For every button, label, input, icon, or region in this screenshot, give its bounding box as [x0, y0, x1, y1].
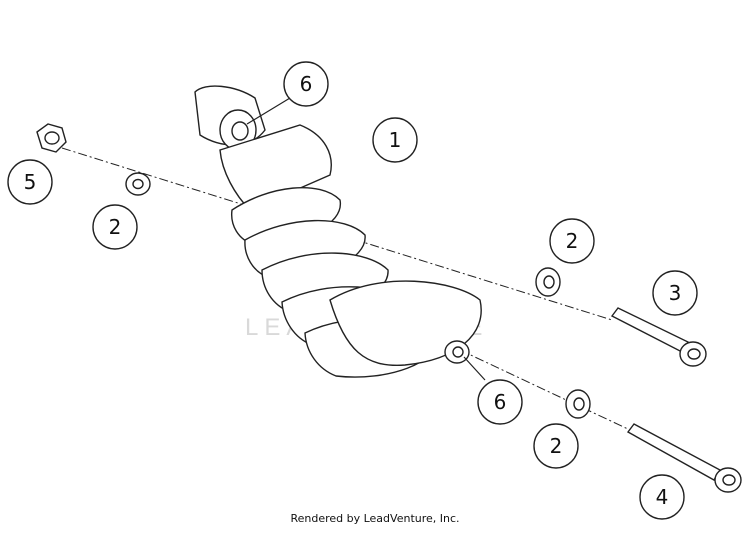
part-5-nut: [36, 123, 67, 153]
top-bushing-inner: [231, 121, 249, 141]
lower-axis-line: [459, 349, 631, 431]
callout-leaders: [246, 97, 486, 381]
callout-2-right-lower: 2: [533, 423, 579, 469]
svg-text:6: 6: [494, 390, 507, 414]
svg-text:1: 1: [389, 128, 402, 152]
svg-text:2: 2: [109, 215, 122, 239]
upper-body: [219, 124, 332, 211]
spring: [231, 186, 482, 378]
svg-text:4: 4: [656, 485, 669, 509]
part-3-bolt: [610, 307, 707, 367]
part-2-washer-right-upper: [535, 267, 561, 297]
svg-text:6: 6: [300, 72, 313, 96]
callout-5: 5: [7, 159, 53, 205]
callout-6-bottom: 6: [477, 379, 523, 425]
svg-text:2: 2: [566, 229, 579, 253]
svg-text:3: 3: [669, 281, 682, 305]
bottom-bushing-inner: [452, 346, 464, 358]
callout-6-top: 6: [283, 61, 329, 107]
callout-2-left: 2: [92, 204, 138, 250]
render-credit: Rendered by LeadVenture, Inc.: [290, 512, 460, 525]
callout-2-right-upper: 2: [549, 218, 595, 264]
svg-text:2: 2: [550, 434, 563, 458]
part-4-bolt: [626, 423, 742, 493]
upper-axis-line: [61, 147, 613, 321]
callout-3: 3: [652, 270, 698, 316]
shock-absorber: [194, 85, 482, 378]
callout-4: 4: [639, 474, 685, 520]
alignment-axes: [61, 147, 631, 431]
part-2-washer-left: [125, 172, 151, 196]
part-2-washer-right-lower: [565, 389, 591, 419]
svg-text:5: 5: [24, 170, 37, 194]
callout-bubbles: 6 1 5 2 2 3 6 2: [7, 61, 698, 520]
callout-1: 1: [372, 117, 418, 163]
